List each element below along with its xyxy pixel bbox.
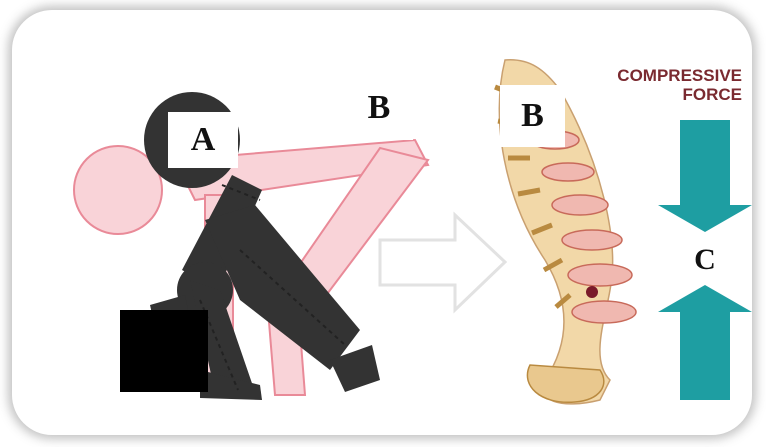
label-b-right: B: [500, 85, 565, 147]
force-label-line1: COMPRESSIVE: [570, 66, 742, 85]
force-label-line2: FORCE: [570, 85, 742, 104]
label-c: C: [680, 235, 730, 285]
compression-arrow-down-icon: [658, 120, 752, 232]
compressive-force-label: COMPRESSIVE FORCE: [570, 66, 742, 104]
lifted-box: [120, 310, 208, 392]
transition-arrow-icon: [380, 215, 505, 310]
label-a: A: [168, 112, 238, 168]
compression-arrow-up-icon: [658, 285, 752, 400]
label-b-left: B: [345, 75, 413, 140]
